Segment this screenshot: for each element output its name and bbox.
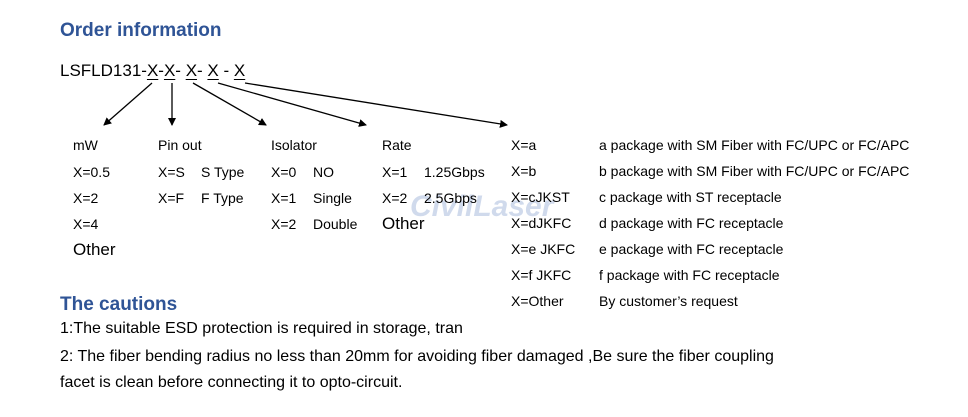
col-rate-header: Rate xyxy=(382,137,412,153)
mw-option: X=4 xyxy=(73,216,99,232)
pinout-desc: S Type xyxy=(201,164,245,180)
package-desc: d package with FC receptacle xyxy=(599,215,784,231)
package-code: X=e JKFC xyxy=(511,241,576,257)
package-desc: a package with SM Fiber with FC/UPC or F… xyxy=(599,137,910,153)
package-code: X=Other xyxy=(511,293,564,309)
isolator-code: X=1 xyxy=(271,190,297,206)
isolator-desc: Single xyxy=(313,190,352,206)
package-desc: f package with FC receptacle xyxy=(599,267,780,283)
package-desc: b package with SM Fiber with FC/UPC or F… xyxy=(599,163,910,179)
arrow-package xyxy=(244,82,508,128)
isolator-desc: NO xyxy=(313,164,334,180)
pinout-desc: F Type xyxy=(201,190,244,206)
caution-2: 2: The fiber bending radius no less than… xyxy=(60,348,774,365)
cautions-title: The cautions xyxy=(60,294,178,315)
col-mw-header: mW xyxy=(73,137,98,153)
pinout-code: X=F xyxy=(158,190,185,206)
package-desc: c package with ST receptacle xyxy=(599,189,782,205)
arrow-rate xyxy=(217,82,367,127)
rate-desc: 1.25Gbps xyxy=(424,164,485,180)
rate-other: Other xyxy=(382,214,425,233)
part-number-code: LSFLD131-X-X- X- X - X xyxy=(60,61,246,80)
isolator-code: X=2 xyxy=(271,216,297,232)
package-code: X=b xyxy=(511,163,537,179)
rate-code: X=2 xyxy=(382,190,408,206)
mw-option: X=0.5 xyxy=(73,164,110,180)
code-arrows xyxy=(103,82,508,128)
rate-code: X=1 xyxy=(382,164,408,180)
arrow-mw xyxy=(103,82,153,126)
mw-other: Other xyxy=(73,240,116,259)
package-desc: By customer’s request xyxy=(599,293,738,309)
package-code: X=a xyxy=(511,137,537,153)
caution-2-cont: facet is clean before connecting it to o… xyxy=(60,374,403,391)
caution-1: 1:The suitable ESD protection is require… xyxy=(60,320,463,337)
isolator-desc: Double xyxy=(313,216,358,232)
package-code: X=dJKFC xyxy=(511,215,572,231)
pinout-code: X=S xyxy=(158,164,185,180)
package-code: X=cJKST xyxy=(511,189,570,205)
order-title: Order information xyxy=(60,20,222,41)
package-code: X=f JKFC xyxy=(511,267,572,283)
arrow-isolator xyxy=(192,82,267,126)
col-isolator-header: Isolator xyxy=(271,137,317,153)
watermark-logo: CivilLaser xyxy=(410,190,554,223)
package-desc: e package with FC receptacle xyxy=(599,241,784,257)
isolator-code: X=0 xyxy=(271,164,297,180)
rate-desc: 2.5Gbps xyxy=(424,190,477,206)
col-pinout-header: Pin out xyxy=(158,137,202,153)
mw-option: X=2 xyxy=(73,190,99,206)
